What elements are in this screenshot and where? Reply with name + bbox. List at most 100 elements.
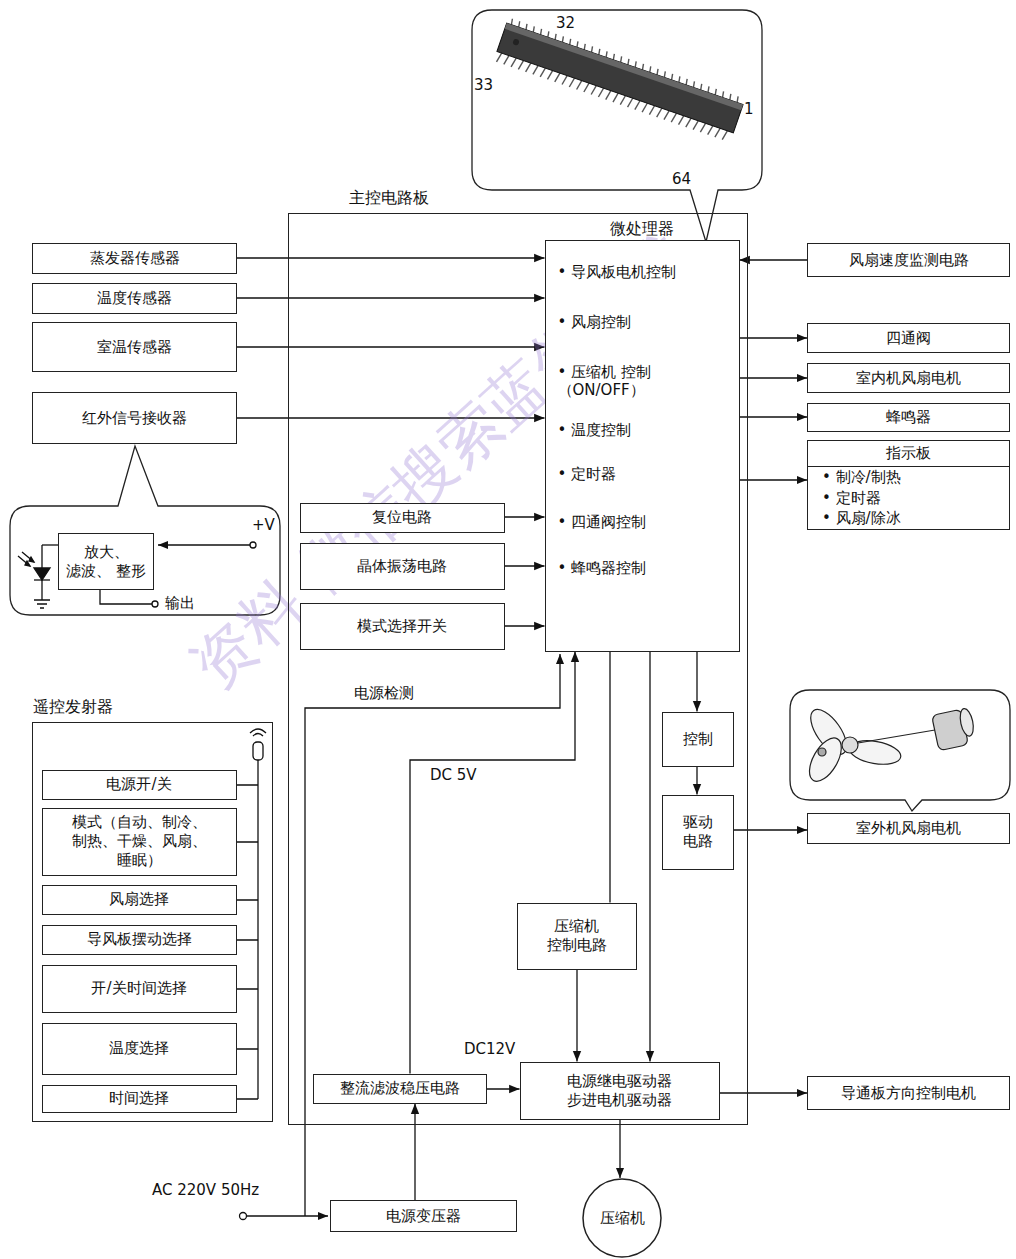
connector-arrow (609, 652, 610, 903)
connector-arrow (487, 1088, 520, 1089)
chip-pin (649, 105, 654, 115)
label-text: • 温度控制 (558, 421, 632, 440)
label-text: 电源继电驱动器 步进电机驱动器 (529, 1072, 711, 1110)
chip-pin (584, 83, 589, 93)
chip-pin (663, 71, 666, 77)
label-text: • 制冷/制热 (808, 467, 1009, 488)
label-text: 导通板方向控制电机 (841, 1084, 976, 1103)
label-text: • 压缩机 控制（ON/OFF） (558, 363, 728, 401)
chip-pin (620, 56, 623, 62)
chip-pin (525, 24, 528, 30)
block-box: 蜂鸣器 (807, 403, 1010, 432)
label-text: 风扇选择 (109, 890, 169, 909)
circle-outline (583, 1179, 661, 1257)
label-text: • 蜂鸣器控制 (558, 559, 647, 578)
chip-pin (562, 75, 567, 85)
chip-pin (729, 94, 732, 100)
connector-arrow (740, 337, 808, 338)
heading-text: 微处理器 (546, 219, 739, 239)
connector-arrow (740, 479, 808, 480)
signal-label: +V (250, 516, 277, 534)
chip-pin (612, 54, 615, 60)
block-box: 模式（自动、制冷、 制热、干燥、风扇、 睡眠） (42, 808, 237, 876)
label-text: 蒸发器传感器 (90, 249, 180, 268)
label-text: • 定时器 (808, 488, 1009, 509)
connector-arrow (237, 417, 545, 418)
connector-arrow (414, 1104, 415, 1201)
chip-pin (685, 79, 688, 85)
block-box: 导通板方向控制电机 (807, 1076, 1010, 1110)
label-text: 控制 (683, 730, 713, 749)
signal-label: 电源检测 (352, 684, 416, 703)
chip-pin (679, 115, 684, 125)
block-box: 室温传感器 (32, 322, 237, 372)
chip-pin (700, 84, 703, 90)
block-box: 驱动 电路 (662, 795, 734, 870)
label-text: 四通阀 (886, 329, 931, 348)
block-box: 四通阀 (807, 323, 1010, 353)
chip-pin (583, 44, 586, 50)
connector-arrow (505, 516, 545, 517)
label-text: 红外信号接收器 (82, 409, 187, 428)
chip-pin (555, 73, 560, 83)
block-box: 压缩机 控制电路 (517, 903, 637, 970)
chip-pin (722, 91, 725, 97)
chip-pin (664, 110, 669, 120)
heading-text: 指示板 (808, 441, 1009, 467)
remote-bus (237, 729, 266, 1099)
compressor-circle: 压缩机 (582, 1178, 662, 1258)
chip-pin (657, 108, 662, 118)
label-text: 温度传感器 (97, 289, 172, 308)
chip-pin (722, 130, 727, 140)
block-box: 电源开/关 (42, 770, 237, 800)
chip-pin (533, 65, 538, 75)
label-text: 室外机风扇电机 (856, 819, 961, 838)
chip-pin (518, 60, 523, 70)
chip-pin (532, 26, 535, 32)
chip-pin (569, 39, 572, 45)
chip-pin (707, 86, 710, 92)
chip-pin (642, 103, 647, 113)
chip-callout (472, 10, 762, 242)
chip-pin (554, 34, 557, 40)
fan-illustration (803, 704, 976, 787)
connector-arrow (619, 1120, 620, 1179)
connector-arrow (740, 259, 808, 260)
chip-pin (547, 31, 550, 37)
signal-label: 输出 (163, 594, 197, 613)
label-text: 复位电路 (372, 508, 432, 527)
label-text: 温度选择 (109, 1039, 169, 1058)
chip-pin (671, 74, 674, 80)
block-box: 温度选择 (42, 1023, 237, 1075)
connector-arrow (237, 257, 545, 258)
block-box: 控制 (662, 712, 734, 767)
block-box: 室内机风扇电机 (807, 363, 1010, 393)
connector-arrow (720, 1092, 808, 1093)
chip-pin (569, 78, 574, 88)
chip-pin (540, 68, 545, 78)
label-text: • 定时器 (558, 465, 617, 484)
chip-pin (627, 59, 630, 65)
block-box: 红外信号接收器 (32, 392, 237, 444)
voltage-label: DC 5V (428, 766, 479, 784)
chip-pin (715, 128, 720, 138)
chip-pin (635, 100, 640, 110)
heading-text: 主控电路板 (349, 188, 429, 208)
chip-pin (510, 19, 513, 25)
chip-pin (634, 61, 637, 67)
chip-pin (526, 62, 531, 72)
chip-pin (671, 113, 676, 123)
connector-arrow (237, 346, 545, 347)
connector-arrow (696, 652, 697, 712)
pin-number: 32 (556, 14, 575, 32)
indicator-panel: 指示板• 制冷/制热• 定时器• 风扇/除冰 (807, 440, 1010, 530)
chip-pin (591, 85, 596, 95)
block-box: 电源继电驱动器 步进电机驱动器 (520, 1062, 720, 1120)
heading-text: 遥控发射器 (33, 697, 113, 717)
chip-pin (620, 95, 625, 105)
chip-pin (656, 69, 659, 75)
connector-arrow (505, 565, 545, 566)
label-text: 晶体振荡电路 (357, 557, 447, 576)
chip-pin (561, 36, 564, 42)
